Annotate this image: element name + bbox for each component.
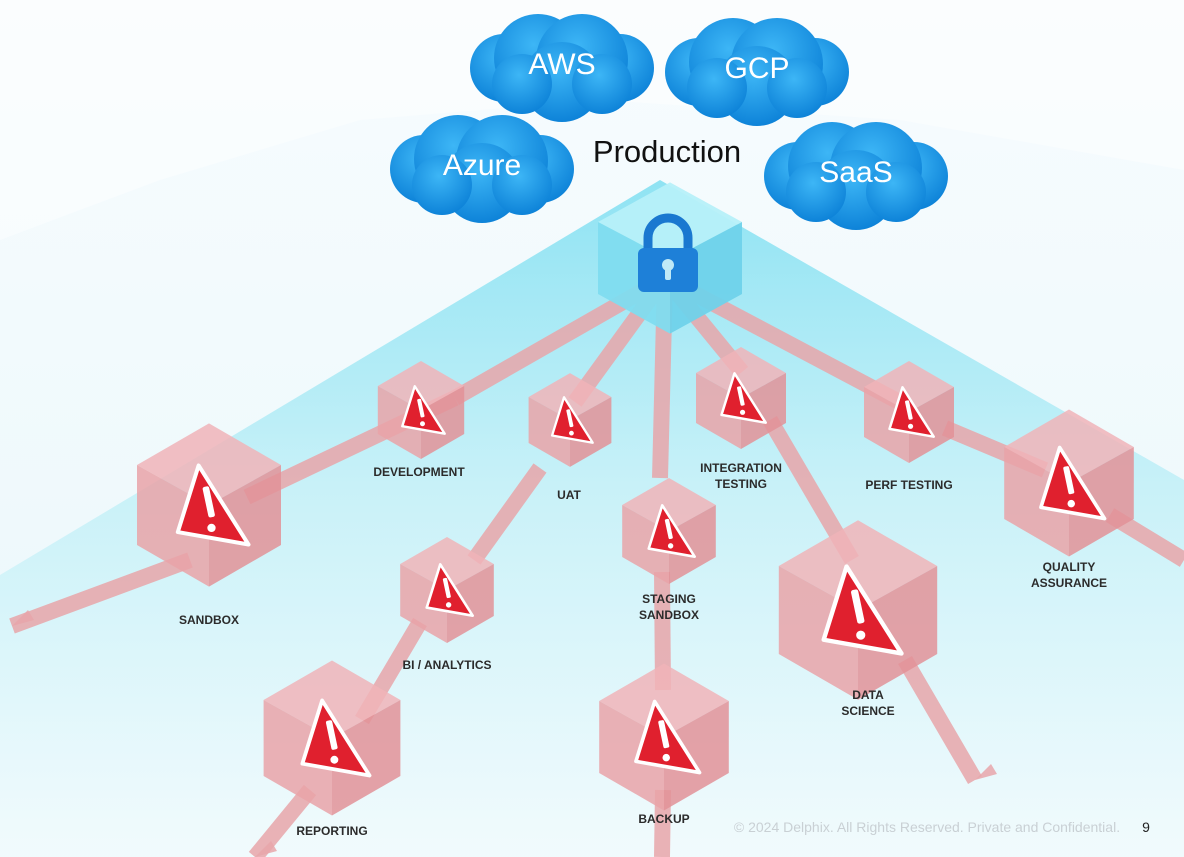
cube-top-face bbox=[599, 663, 729, 737]
link-arrowhead bbox=[255, 841, 277, 857]
link-arrowhead bbox=[12, 610, 34, 626]
environment-label-reporting: REPORTING bbox=[296, 824, 367, 838]
cloud-label-aws: AWS bbox=[528, 48, 595, 81]
cube-right-face bbox=[447, 564, 494, 644]
environment-label-data-science: SCIENCE bbox=[841, 704, 894, 718]
environment-node-integration-testing: INTEGRATION TESTING bbox=[696, 347, 786, 491]
warning-icon bbox=[720, 372, 767, 424]
environment-label-bi-analytics: BI / ANALYTICS bbox=[402, 658, 491, 672]
cloud-label-gcp: GCP bbox=[724, 52, 789, 85]
cube-top-face bbox=[622, 477, 716, 531]
cloud-gcp: GCP bbox=[665, 18, 849, 126]
cube-top-face bbox=[377, 361, 465, 410]
connection-link bbox=[898, 655, 982, 785]
environment-node-backup: BACKUP bbox=[599, 663, 729, 826]
cube-right-face bbox=[741, 373, 786, 449]
cube-right-face bbox=[858, 566, 938, 700]
cube-right-face bbox=[669, 505, 716, 585]
environment-nodes: DEVELOPMENT UAT INTEGRATION TESTING PERF TES… bbox=[137, 347, 1134, 838]
environment-label-integration-testing: TESTING bbox=[715, 477, 767, 491]
environment-label-staging-sandbox: STAGING bbox=[642, 592, 696, 606]
warning-icon bbox=[425, 563, 474, 617]
environment-label-quality-assurance: ASSURANCE bbox=[1031, 576, 1107, 590]
cube-top-face bbox=[400, 536, 494, 590]
link-arrowhead bbox=[975, 764, 997, 780]
cube-right-face bbox=[570, 397, 612, 467]
cube-top-face bbox=[864, 361, 954, 412]
environment-node-perf-testing: PERF TESTING bbox=[864, 361, 954, 492]
environment-label-perf-testing: PERF TESTING bbox=[865, 478, 952, 492]
production-label: Production bbox=[593, 134, 741, 169]
environment-node-uat: UAT bbox=[528, 373, 612, 502]
environment-label-development: DEVELOPMENT bbox=[373, 465, 465, 479]
cube-right-face bbox=[209, 465, 281, 587]
connection-link bbox=[467, 463, 547, 565]
environment-label-sandbox: SANDBOX bbox=[179, 613, 239, 627]
environment-label-uat: UAT bbox=[557, 488, 581, 502]
cloud-providers: AWS GCP Azure SaaS bbox=[390, 14, 948, 230]
warning-icon bbox=[821, 564, 904, 656]
warning-icon bbox=[550, 396, 594, 444]
cloud-saas: SaaS bbox=[764, 122, 948, 230]
hub-left-face bbox=[598, 222, 670, 334]
environment-node-staging-sandbox: STAGING SANDBOX bbox=[622, 477, 716, 622]
environment-node-data-science: DATA SCIENCE bbox=[778, 520, 938, 718]
cloud-azure: Azure bbox=[390, 115, 574, 223]
warning-icon bbox=[300, 698, 372, 778]
hub-right-face bbox=[670, 222, 742, 334]
cloud-label-azure: Azure bbox=[443, 149, 521, 182]
cube-right-face bbox=[1069, 447, 1134, 557]
cube-top-face bbox=[263, 660, 401, 738]
environment-node-sandbox: SANDBOX bbox=[137, 423, 281, 627]
environment-label-staging-sandbox: SANDBOX bbox=[639, 608, 699, 622]
warning-icon bbox=[647, 504, 696, 558]
warning-icon bbox=[175, 463, 251, 547]
warning-icon bbox=[1039, 445, 1107, 521]
cube-top-face bbox=[1004, 409, 1134, 483]
environment-label-data-science: DATA bbox=[852, 688, 884, 702]
cube-right-face bbox=[332, 700, 401, 816]
warning-icon bbox=[888, 386, 935, 438]
cube-right-face bbox=[909, 387, 954, 463]
connection-link bbox=[9, 552, 193, 634]
production-hub bbox=[598, 182, 742, 334]
cube-top-face bbox=[778, 520, 938, 610]
cube-right-face bbox=[421, 386, 465, 459]
warning-icon bbox=[634, 699, 702, 775]
environment-node-development: DEVELOPMENT bbox=[373, 361, 465, 479]
environment-node-reporting: REPORTING bbox=[263, 660, 401, 838]
cube-top-face bbox=[528, 373, 612, 420]
cube-right-face bbox=[664, 701, 729, 811]
environment-label-quality-assurance: QUALITY bbox=[1043, 560, 1096, 574]
footer-copyright: © 2024 Delphix. All Rights Reserved. Pri… bbox=[734, 819, 1120, 835]
connection-link bbox=[248, 784, 317, 857]
warning-icon bbox=[401, 385, 446, 435]
environment-label-integration-testing: INTEGRATION bbox=[700, 461, 782, 475]
cube-top-face bbox=[696, 347, 786, 398]
environment-node-bi-analytics: BI / ANALYTICS bbox=[400, 536, 494, 672]
lock-icon bbox=[638, 213, 698, 292]
cube-top-face bbox=[137, 423, 281, 505]
cloud-aws: AWS bbox=[470, 14, 654, 122]
page-number: 9 bbox=[1142, 819, 1150, 835]
environment-node-quality-assurance: QUALITY ASSURANCE bbox=[1004, 409, 1134, 590]
environment-label-backup: BACKUP bbox=[638, 812, 689, 826]
cloud-label-saas: SaaS bbox=[819, 156, 892, 189]
